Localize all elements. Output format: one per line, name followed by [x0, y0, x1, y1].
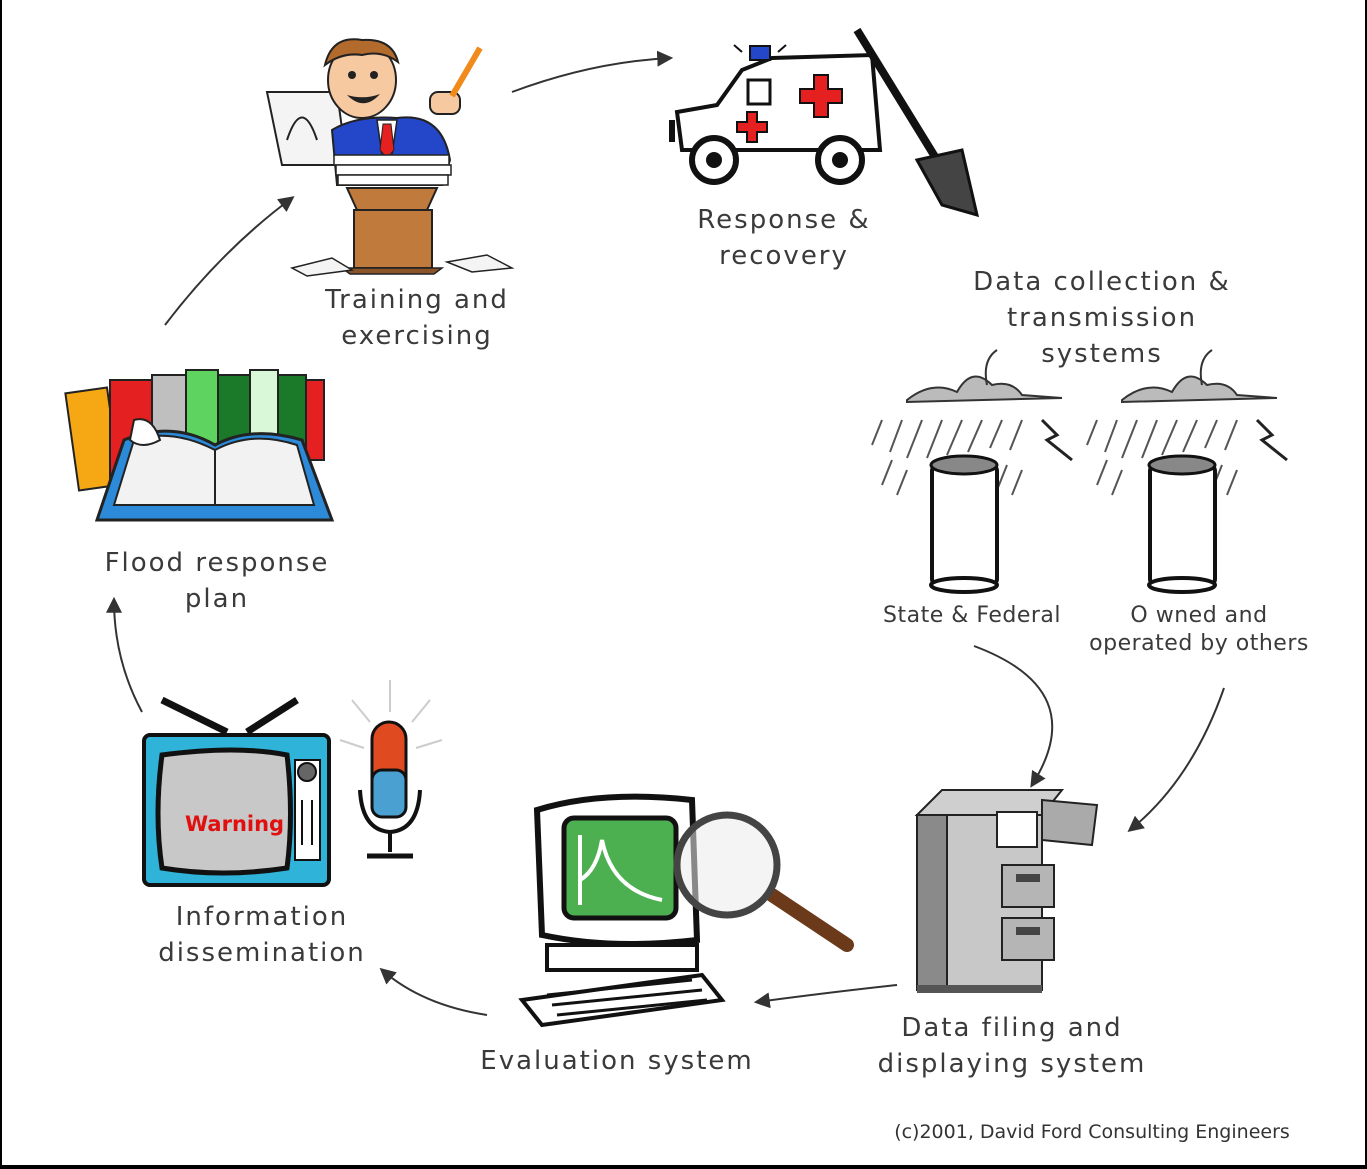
copyright-notice: (c)2001, David Ford Consulting Engineers: [894, 1121, 1290, 1143]
flood-plan-line-1: Flood response: [104, 548, 330, 578]
magnifier-icon: [673, 811, 854, 952]
stage-label-data-collection: Data collection & transmission systems: [962, 264, 1242, 372]
filing-cabinet-icon: [914, 789, 1099, 993]
rain-gauge-state: [871, 349, 1073, 594]
microphone-icon: [339, 680, 443, 859]
training-line-1: Training and: [325, 285, 509, 315]
arrow-filing-to-evaluation: [753, 984, 898, 1009]
arrow-plan-to-training: [164, 196, 295, 326]
data-filing-line-2: displaying system: [877, 1049, 1147, 1079]
response-line-2: recovery: [719, 241, 849, 271]
arrow-others-to-filing: [1127, 687, 1225, 833]
data-collection-line-2: transmission: [1006, 303, 1198, 333]
data-collection-line-3: systems: [1041, 339, 1163, 369]
owned-others-line-2: operated by others: [1089, 631, 1309, 656]
data-filing-line-1: Data filing and: [901, 1013, 1123, 1043]
training-line-2: exercising: [341, 321, 493, 351]
stage-label-information: Information dissemination: [142, 899, 382, 971]
stage-label-training: Training and exercising: [302, 282, 532, 354]
response-line-1: Response &: [697, 205, 871, 235]
flood-plan-line-2: plan: [184, 584, 250, 614]
data-collection-line-1: Data collection &: [973, 267, 1231, 297]
binders-book-icon: [64, 369, 335, 522]
arrow-training-to-response: [511, 50, 674, 93]
ambulance-icon: [669, 44, 883, 185]
label-owned-others: O wned and operated by others: [1084, 602, 1314, 658]
stage-label-flood-plan: Flood response plan: [87, 545, 347, 617]
stage-label-evaluation: Evaluation system: [480, 1046, 754, 1076]
owned-others-line-1: O wned and: [1130, 603, 1268, 628]
tv-warning-text: Warning: [185, 812, 285, 836]
arrow-state-to-filing: [973, 645, 1054, 788]
information-line-1: Information: [175, 902, 349, 932]
label-state-federal: State & Federal: [883, 603, 1061, 628]
computer-icon: [518, 793, 726, 1028]
television-icon: [142, 696, 331, 887]
rain-gauge-others: [1086, 349, 1288, 594]
arrow-evaluation-to-information: [379, 967, 488, 1016]
shovel-icon: [853, 27, 980, 218]
stage-label-data-filing: Data filing and displaying system: [862, 1010, 1162, 1082]
information-line-2: dissemination: [158, 938, 366, 968]
arrow-information-to-plan: [106, 596, 143, 713]
cycle-arrows: [106, 50, 1225, 1016]
stage-label-response: Response & recovery: [674, 202, 894, 274]
trainer-icon: [265, 38, 515, 277]
